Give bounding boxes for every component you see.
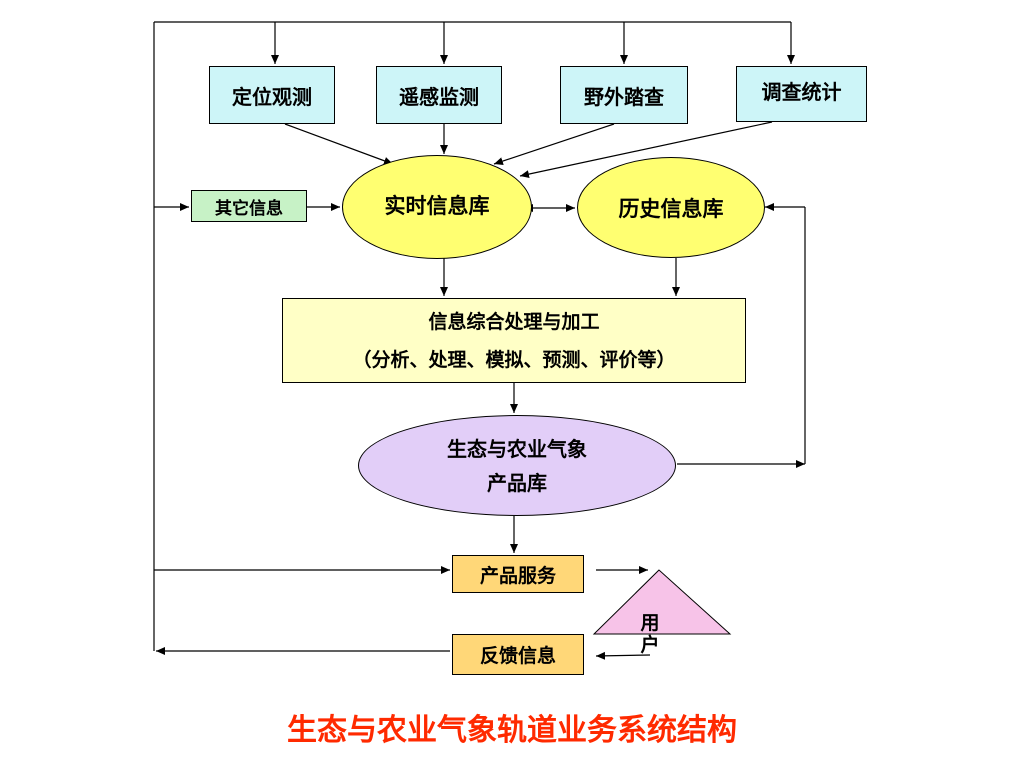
arrow-statistics-to-realtime <box>519 121 773 179</box>
product-database-ellipse: 生态与农业气象 产品库 <box>358 415 676 516</box>
remote-sensing-box: 遥感监测 <box>376 66 502 124</box>
user-label: 用 户 <box>640 612 660 656</box>
diagram-caption: 生态与农业气象轨道业务系统结构 <box>287 713 737 748</box>
product-service-box: 产品服务 <box>452 555 584 593</box>
user-label-char2: 户 <box>640 634 660 656</box>
feedback-info-box: 反馈信息 <box>452 634 584 675</box>
arrow-field-to-realtime <box>493 123 615 165</box>
arrow-positioning-to-realtime <box>284 123 394 165</box>
processing-title: 信息综合处理与加工 <box>428 310 600 333</box>
processing-subtitle: （分析、处理、模拟、预测、评价等） <box>352 348 676 371</box>
product-db-line1: 生态与农业气象 <box>447 436 587 461</box>
positioning-observation-box: 定位观测 <box>209 66 335 124</box>
user-label-char1: 用 <box>640 612 660 634</box>
user-triangle <box>592 569 732 635</box>
survey-statistics-box: 调查统计 <box>736 66 867 122</box>
processing-box: 信息综合处理与加工 （分析、处理、模拟、预测、评价等） <box>282 298 746 383</box>
other-info-box: 其它信息 <box>191 190 307 222</box>
product-db-line2: 产品库 <box>487 470 547 495</box>
arrow-user-to-feedback <box>595 651 651 660</box>
history-database-ellipse: 历史信息库 <box>577 157 765 258</box>
field-survey-box: 野外踏查 <box>560 66 688 124</box>
realtime-database-ellipse: 实时信息库 <box>342 155 532 259</box>
